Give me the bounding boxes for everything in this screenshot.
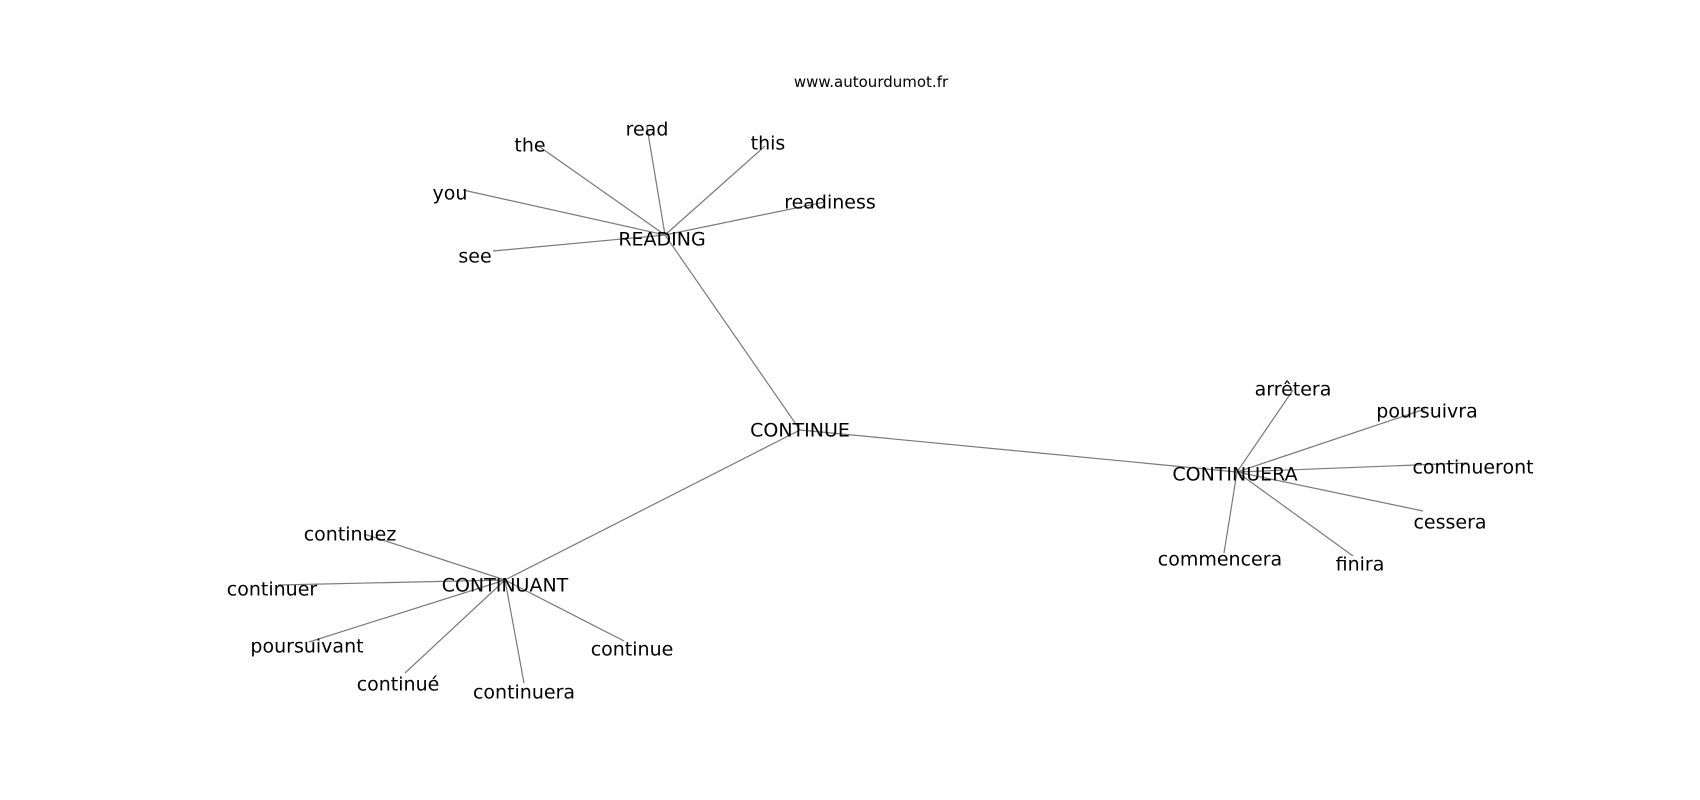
edge-reading-the: [536, 144, 666, 236]
source-watermark: www.autourdumot.fr: [793, 73, 949, 91]
node-continuera-cessera: cessera: [1413, 512, 1486, 534]
edge-continuera-commencera: [1223, 471, 1238, 554]
graph-edges: [277, 126, 1468, 684]
edge-continue-continuant: [504, 429, 801, 581]
edge-continue-reading: [664, 234, 801, 431]
node-reading-this: this: [751, 133, 786, 155]
node-reading-see: see: [458, 246, 491, 268]
node-continuant-continue: continué: [357, 674, 440, 696]
graph-labels: CONTINUE READING the read this you readiness se…: [227, 119, 1534, 704]
edge-continuera-continueront: [1236, 462, 1468, 473]
edge-continuant-continue: [404, 579, 506, 674]
edge-continuera-finira: [1236, 471, 1354, 557]
edge-continuant-continue: [504, 579, 625, 642]
node-continuera-continueront: continueront: [1412, 457, 1533, 479]
edge-reading-this: [664, 145, 766, 236]
node-reading-readiness: readiness: [784, 192, 876, 214]
node-reading-you: you: [433, 183, 468, 205]
node-continue: CONTINUE: [750, 420, 850, 442]
node-continuera: CONTINUERA: [1172, 464, 1297, 486]
edge-continuera-arretera: [1236, 389, 1294, 473]
node-reading: READING: [618, 229, 705, 251]
edge-continuant-continuer: [277, 579, 506, 586]
node-continuant-continuez: continuez: [304, 524, 397, 546]
node-continuera-commencera: commencera: [1158, 549, 1282, 571]
edge-reading-you: [462, 189, 666, 236]
node-continuant-poursuivant: poursuivant: [250, 636, 363, 658]
node-reading-read: read: [626, 119, 669, 141]
node-reading-the: the: [514, 135, 545, 157]
node-continuera-poursuivra: poursuivra: [1376, 401, 1477, 423]
edge-continuant-poursuivant: [308, 579, 506, 643]
node-continuera-arretera: arrêtera: [1255, 379, 1332, 401]
edge-reading-read: [646, 126, 666, 236]
node-continuant-continue: continue: [591, 639, 674, 661]
edge-continuant-continuez: [363, 533, 506, 581]
node-continuera-finira: finira: [1336, 554, 1385, 576]
node-continuant-continuera: continuera: [473, 682, 575, 704]
edge-reading-see: [492, 234, 666, 252]
node-continuant-continuer: continuer: [227, 579, 318, 601]
node-continuant: CONTINUANT: [442, 575, 569, 597]
edge-continue-continuera: [799, 429, 1238, 473]
edge-reading-readiness: [664, 201, 826, 236]
edge-continuant-continuera: [504, 579, 525, 684]
edge-continuera-cessera: [1236, 471, 1424, 512]
edge-continuera-poursuivra: [1236, 408, 1426, 473]
